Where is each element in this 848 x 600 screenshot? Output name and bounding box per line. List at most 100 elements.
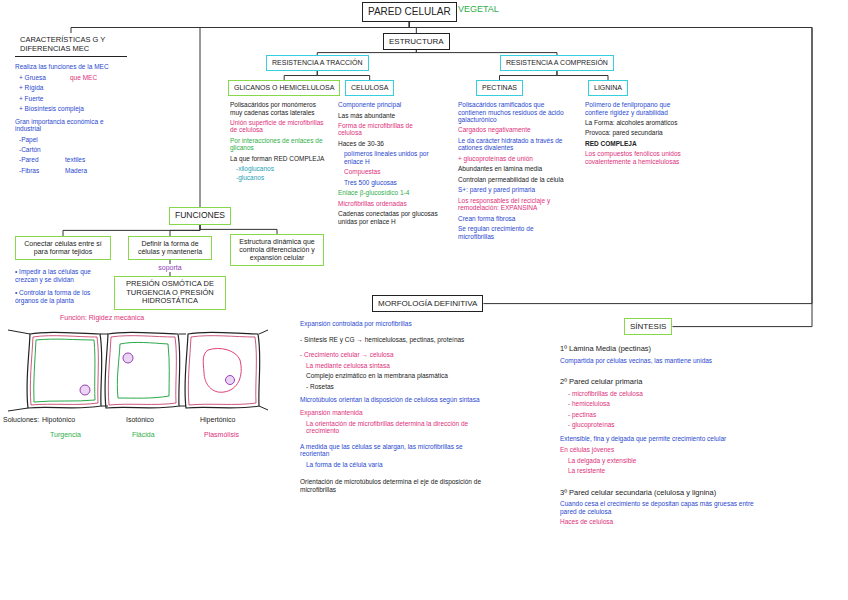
note-text: Se regulan crecimiento de microfibrillas bbox=[458, 225, 570, 240]
note-text: 3º Pared celular secundaria (celulosa y … bbox=[560, 489, 755, 498]
note-text: Los compuestos fenólicos unidos covalent… bbox=[585, 150, 693, 165]
function-box: Estructura dinámica que controla diferen… bbox=[230, 234, 324, 266]
note-text: La delgada y extensible bbox=[568, 457, 755, 464]
note-text: La orientación de microfibrillas determi… bbox=[306, 420, 490, 435]
note-text: -Pared bbox=[19, 156, 59, 163]
note-text: Cargados negativamente bbox=[458, 126, 570, 133]
branch-box: RESISTENCIA A COMPRESIÓN bbox=[500, 55, 614, 71]
heading-box: CARACTERÍSTICAS G Y DIFERENCIAS MEC bbox=[15, 33, 127, 57]
function-box: Definir la forma de células y mantenerla bbox=[128, 236, 212, 260]
node-text: RESISTENCIA A TRACCIÓN bbox=[272, 59, 363, 67]
note-text: En células jóvenes bbox=[560, 446, 755, 453]
note-text: Turgencia bbox=[50, 431, 81, 439]
note-text: Enlace β-glucosídico 1-4 bbox=[338, 189, 438, 196]
connector-line bbox=[557, 71, 608, 80]
title-box: PARED CELULAR bbox=[362, 2, 457, 22]
node-text: PARED CELULAR bbox=[368, 6, 451, 18]
node-text: LIGNINA bbox=[594, 84, 622, 92]
note-text: polímeros lineales unidos por enlace H bbox=[344, 150, 438, 165]
node-text: PECTINAS bbox=[482, 84, 517, 92]
connector-line bbox=[317, 71, 369, 80]
connector-line bbox=[170, 225, 200, 236]
note-text: Flácida bbox=[132, 431, 155, 439]
flaccid-cell bbox=[105, 332, 180, 408]
node-text: RESISTENCIA A COMPRESIÓN bbox=[506, 59, 608, 67]
connector-line bbox=[284, 71, 317, 80]
node-text: MORFOLOGÍA DEFINITIVA bbox=[378, 299, 477, 308]
note-text: Tres 500 glucosas bbox=[344, 179, 438, 186]
note-text: -xiloglucanos bbox=[236, 165, 330, 172]
plasmolysed-cell bbox=[185, 332, 260, 408]
note-text: que MEC bbox=[70, 74, 120, 81]
note-text: Forma de microfibrillas de celulosa bbox=[338, 122, 438, 137]
branch-box: MORFOLOGÍA DEFINITIVA bbox=[372, 295, 483, 312]
note-text: Realiza las funciones de la MEC bbox=[15, 63, 127, 70]
note-text: VEGETAL bbox=[458, 4, 499, 14]
branch-box: ESTRUCTURA bbox=[383, 33, 450, 50]
note-text: Complejo enzimático en la membrana plasm… bbox=[306, 372, 490, 379]
note-text: -Papel bbox=[19, 136, 59, 143]
note-text: Por interacciones de enlaces de glicanos bbox=[230, 137, 330, 152]
note-text: Compartida por células vecinas, las mant… bbox=[560, 357, 755, 364]
note-text: Le da carácter hidratado a través de cat… bbox=[458, 137, 570, 152]
note-text: Los responsables del reciclaje y remodel… bbox=[458, 197, 570, 212]
note-text: Polisacáridos ramificados que contienen … bbox=[458, 101, 570, 123]
note-text: -glucanos bbox=[236, 174, 330, 181]
note-text: Hipotónico bbox=[42, 416, 75, 424]
note-text: Función: Rigidez mecánica bbox=[60, 314, 210, 322]
node-text: ESTRUCTURA bbox=[389, 37, 444, 46]
connector-line bbox=[63, 225, 200, 236]
cell-illustration bbox=[0, 328, 270, 412]
note-text: La resistente bbox=[568, 467, 755, 474]
note-text: La forma de la célula varía bbox=[306, 461, 490, 468]
note-text: - Síntesis RE y CG → hemicelulosas, pect… bbox=[300, 336, 490, 343]
note-text: -Fibras bbox=[19, 167, 59, 174]
note-text: - Crecimiento celular → celulosa bbox=[300, 351, 490, 358]
cell-walls bbox=[8, 330, 268, 411]
note-text: La Forma: alcoholes aromáticos bbox=[585, 119, 693, 126]
note-text: • Controlar la forma de los órganos de l… bbox=[15, 289, 110, 304]
note-text: Controlan permeabilidad de la célula bbox=[458, 176, 570, 183]
note-text: A medida que las células se alargan, las… bbox=[300, 443, 490, 458]
node-text: CELULOSA bbox=[351, 84, 388, 92]
node-text: Estructura dinámica que controla diferen… bbox=[236, 238, 318, 262]
note-text: - microfibrillas de celulosa bbox=[568, 390, 755, 397]
connector-line bbox=[200, 225, 277, 234]
note-text: Polisacáridos por monómeros muy cadenas … bbox=[230, 101, 330, 116]
note-text: RED COMPLEJA bbox=[585, 140, 693, 147]
component-box: GLICANOS O HEMICELULOSA bbox=[228, 80, 340, 96]
note-text: 2º Pared celular primaria bbox=[560, 378, 755, 387]
note-text: Madera bbox=[65, 167, 115, 174]
note-text: Expansión mantenida bbox=[300, 409, 490, 416]
note-text: Isotónico bbox=[126, 416, 154, 424]
node-text: FUNCIONES bbox=[175, 211, 225, 221]
function-box: Conectar células entre sí para formar te… bbox=[15, 236, 111, 260]
note-text: Haces de 30-36 bbox=[338, 140, 438, 147]
note-text: - Rosetas bbox=[306, 383, 490, 390]
note-text: • Impedir a las células que crezcan y se… bbox=[15, 268, 110, 283]
node-text: Conectar células entre sí para formar te… bbox=[21, 240, 105, 256]
node-text: SÍNTESIS bbox=[630, 322, 666, 331]
node-text: CARACTERÍSTICAS G Y DIFERENCIAS MEC bbox=[20, 36, 122, 53]
note-text: 1º Lámina Media (pectinas) bbox=[560, 345, 755, 354]
note-text: Expansión controlada por microfibrillas bbox=[300, 320, 490, 327]
note-text: Microfibrillas ordenadas bbox=[338, 200, 438, 207]
note-text: Hipertónico bbox=[200, 416, 235, 424]
note-text: textiles bbox=[65, 156, 115, 163]
component-box: CELULOSA bbox=[345, 80, 394, 96]
node-text: Definir la forma de células y mantenerla bbox=[134, 240, 206, 256]
note-text: + Gruesa bbox=[19, 74, 64, 81]
node-text: GLICANOS O HEMICELULOSA bbox=[234, 84, 334, 92]
note-text: Unión superficie de microfibrillas de ce… bbox=[230, 119, 330, 134]
note-text: La mediante celulosa sintasa bbox=[306, 362, 490, 369]
note-text: Componente principal bbox=[338, 101, 438, 108]
note-text: S+: pared y pared primaria bbox=[458, 186, 570, 193]
note-text: + Fuerte bbox=[19, 95, 64, 102]
note-text: Microtúbulos orientan la disposición de … bbox=[300, 396, 490, 403]
note-text: + Biosíntesis compleja bbox=[19, 105, 127, 112]
branch-box: RESISTENCIA A TRACCIÓN bbox=[266, 55, 369, 71]
pressure-box: PRESIÓN OSMÓTICA DE TURGENCIA O PRESIÓN … bbox=[114, 276, 226, 310]
note-text: Compuestas bbox=[344, 168, 438, 175]
note-text: + Rígida bbox=[19, 84, 64, 91]
